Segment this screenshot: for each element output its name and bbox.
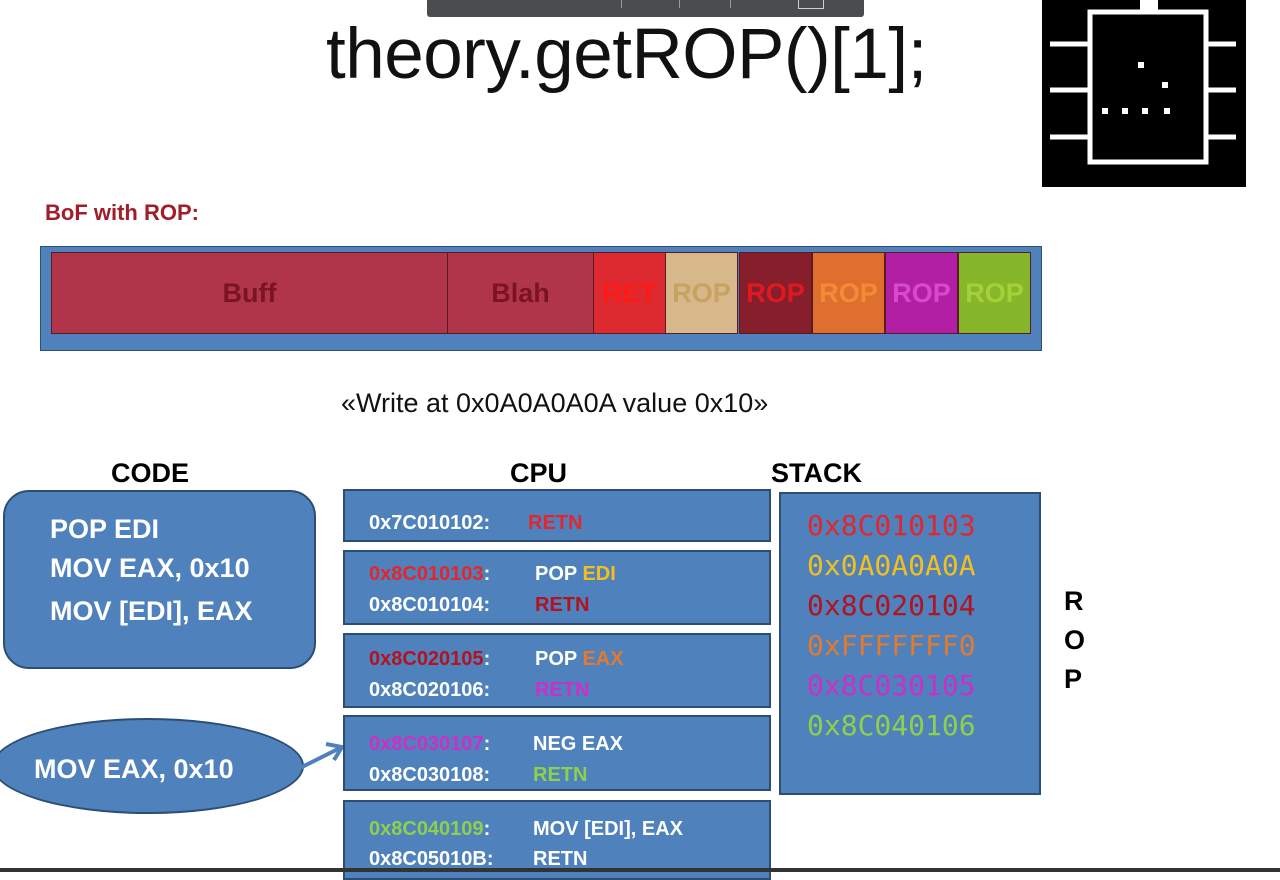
cpu-address: 0x7C010102: (369, 512, 491, 534)
cpu-instruction: MOV [EDI], EAX (533, 818, 684, 840)
presentation-toolbar[interactable] (427, 0, 864, 17)
cpu-operand: EDI (582, 563, 616, 585)
slide-title: theory.getROP()[1]; (326, 15, 927, 94)
goal-caption: «Write at 0x0A0A0A0A value 0x10» (341, 388, 769, 418)
cpu-header: CPU (510, 458, 568, 488)
cpu-address: 0x8C05010B: (369, 848, 494, 870)
stack-value: 0x8C010103 (807, 509, 976, 542)
code-box: POP EDI MOV EAX, 0x10 MOV [EDI], EAX (3, 490, 316, 669)
stack-box: 0x8C010103 0x0A0A0A0A 0x8C020104 0xFFFFF… (779, 492, 1041, 795)
code-line: POP EDI (50, 514, 160, 544)
code-header: CODE (111, 458, 190, 488)
bof-buffer-diagram: Buff Blah RET ROP ROP ROP ROP ROP (40, 246, 1042, 351)
rop-side-letter: O (1064, 625, 1086, 655)
cpu-block: 0x7C010102: RETN (343, 489, 771, 542)
stack-value: 0x0A0A0A0A (807, 549, 976, 582)
stack-value: 0x8C020104 (807, 589, 976, 622)
cpu-operand: EAX (582, 648, 624, 670)
cpu-block: 0x8C030107: NEG EAX 0x8C030108: RETN (343, 715, 771, 791)
cpu-row: 0x8C020105: POP EAX (369, 648, 624, 670)
ret-segment: RET (593, 252, 666, 334)
rop-side-letter: R (1064, 586, 1084, 616)
cpu-address: 0x8C020105 (369, 648, 484, 670)
arrow-icon (299, 742, 346, 770)
bof-label: BoF with ROP: (45, 200, 199, 225)
alternative-code-line: MOV EAX, 0x10 (34, 754, 234, 784)
cpu-row: 0x8C040109: MOV [EDI], EAX (369, 818, 684, 840)
bottom-edge (0, 868, 1280, 872)
cpu-instruction: RETN (533, 764, 588, 786)
cpu-row: 0x8C010104: RETN (369, 594, 589, 617)
cpu-instruction: POP (535, 563, 583, 585)
cpu-instruction: NEG EAX (533, 733, 624, 755)
rop-side-letter: P (1064, 664, 1083, 694)
cpu-instruction: RETN (535, 594, 590, 616)
rop-segment: ROP (812, 252, 885, 334)
cpu-address: 0x8C020106: (369, 679, 491, 701)
cpu-row: 0x7C010102: RETN (369, 512, 582, 535)
toolbar-divider (679, 0, 680, 8)
toolbar-divider (730, 0, 731, 8)
cpu-instruction: RETN (533, 848, 588, 870)
cpu-address: 0x8C040109 (369, 818, 484, 840)
code-line: MOV [EDI], EAX (50, 596, 253, 626)
stack-value: 0xFFFFFFF0 (807, 629, 976, 662)
cpu-block: 0x8C020105: POP EAX 0x8C020106: RETN (343, 633, 771, 708)
rop-segment: ROP (739, 252, 812, 334)
cpu-block: 0x8C010103: POP EDI 0x8C010104: RETN (343, 550, 771, 625)
cpu-address: 0x8C010103 (369, 563, 484, 585)
cpu-address: 0x8C030108: (369, 764, 491, 786)
alternative-code-ellipse: MOV EAX, 0x10 (0, 718, 304, 814)
toolbar-divider (621, 0, 622, 8)
stack-header: STACK (771, 458, 862, 488)
cpu-address: 0x8C010104: (369, 594, 491, 616)
cpu-row: 0x8C020106: RETN (369, 679, 589, 702)
cpu-instruction: POP (535, 648, 583, 670)
stack-value: 0x8C030105 (807, 669, 976, 702)
cpu-row: 0x8C010103: POP EDI (369, 563, 616, 585)
code-line: MOV EAX, 0x10 (50, 553, 250, 583)
cpu-block: 0x8C040109: MOV [EDI], EAX 0x8C05010B: R… (343, 800, 771, 880)
cpu-row: 0x8C05010B: RETN (369, 848, 587, 871)
cpu-instruction: RETN (528, 512, 583, 534)
cpu-instruction: RETN (535, 679, 590, 701)
cpu-row: 0x8C030107: NEG EAX (369, 733, 624, 755)
chip-logo-icon (1042, 0, 1246, 187)
stack-value: 0x8C040106 (807, 709, 976, 742)
blah-segment: Blah (447, 252, 594, 334)
rop-segment: ROP (958, 252, 1031, 334)
rop-segment: ROP (885, 252, 958, 334)
cpu-address: 0x8C030107 (369, 733, 484, 755)
rop-segment: ROP (665, 252, 738, 334)
fullscreen-icon[interactable] (798, 0, 824, 9)
buff-segment: Buff (51, 252, 448, 334)
cpu-row: 0x8C030108: RETN (369, 764, 587, 787)
